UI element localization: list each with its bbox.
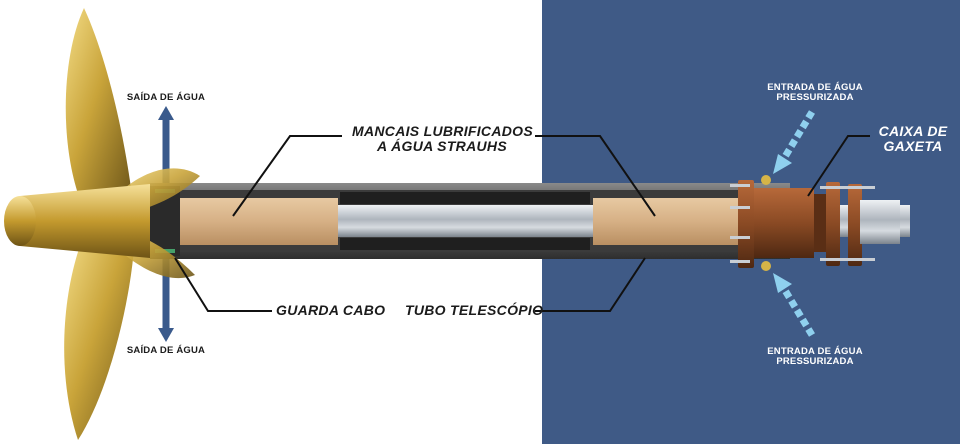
label-bearings-line2: A ÁGUA STRAUHS (377, 137, 507, 154)
label-gland-box: CAIXA DE GAXETA (870, 124, 956, 153)
label-water-inlet-bottom: ENTRADA DE ÁGUA PRESSURIZADA (760, 347, 870, 367)
label-cable-guard: GUARDA CABO (276, 302, 386, 318)
tube-liner-top (340, 192, 590, 204)
leader-lines-middle (535, 135, 656, 312)
leader-lines-left (174, 135, 342, 312)
tube-liner-bottom (340, 238, 590, 250)
label-water-inlet-bottom-line2: PRESSURIZADA (776, 355, 854, 367)
label-water-inlet-top: ENTRADA DE ÁGUA PRESSURIZADA (760, 83, 870, 103)
water-inlet-arrow-bottom (773, 273, 815, 337)
label-water-inlet-top-line1: ENTRADA DE ÁGUA (767, 82, 863, 93)
label-gland-box-line2: GAXETA (883, 137, 943, 154)
label-water-inlet-top-line2: PRESSURIZADA (776, 91, 854, 103)
label-bearings: MANCAIS LUBRIFICADOS A ÁGUA STRAUHS (352, 123, 533, 154)
label-water-outlet-bottom: SAÍDA DE ÁGUA (126, 345, 206, 356)
label-stern-tube: TUBO TELESCÓPIO (405, 302, 544, 318)
label-water-inlet-bottom-line1: ENTRADA DE ÁGUA (767, 346, 863, 357)
water-outlet-arrow-bottom (158, 258, 174, 342)
label-water-outlet-top: SAÍDA DE ÁGUA (126, 92, 206, 103)
water-outlet-arrow-top (158, 106, 174, 190)
label-bearings-line1: MANCAIS LUBRIFICADOS (352, 123, 533, 139)
water-inlet-arrow-top (773, 110, 815, 174)
water-lubricated-bearing-aft (180, 198, 338, 245)
water-lubricated-bearing-forward (593, 198, 743, 245)
label-gland-box-line1: CAIXA DE (878, 123, 948, 139)
propeller (4, 8, 200, 440)
gland-box (730, 175, 900, 271)
leader-line-gland-box (807, 135, 870, 197)
